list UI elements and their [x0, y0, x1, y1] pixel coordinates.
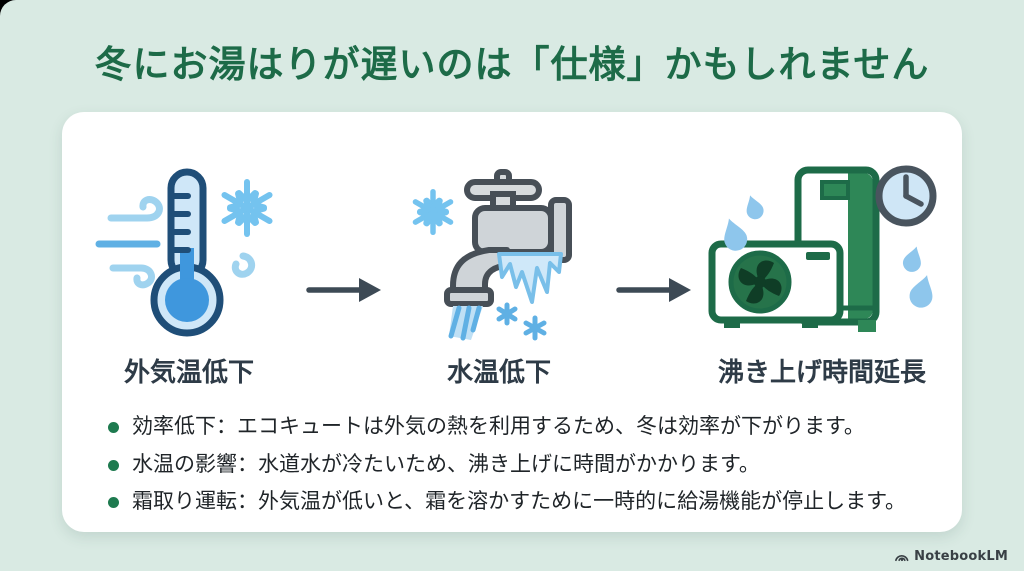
bullet-item: 霜取り運転：外気温が低いと、霜を溶かすために一時的に給湯機能が停止します。: [106, 488, 932, 516]
step-label: 外気温低下: [123, 358, 254, 388]
bullet-text: 霜取り運転：外気温が低いと、霜を溶かすために一時的に給湯機能が停止します。: [132, 489, 907, 514]
bullet-text: 水温の影響：水道水が冷たいため、沸き上げに時間がかかります。: [132, 451, 760, 476]
bullet-item: 水温の影響：水道水が冷たいため、沸き上げに時間がかかります。: [106, 451, 932, 479]
step-label: 沸き上げ時間延長: [717, 358, 926, 388]
bullet-item: 効率低下：エコキュートは外気の熱を利用するため、冬は効率が下がります。: [106, 413, 932, 441]
step-outdoor-temp-drop: 外気温低下: [73, 160, 305, 389]
step-label: 水温低下: [446, 358, 551, 388]
notebooklm-logo-icon: [894, 549, 909, 564]
brand-name: NotebookLM: [914, 549, 1008, 564]
heat-pump-clock-icon: [702, 160, 942, 342]
brand-footer: NotebookLM: [894, 549, 1008, 564]
bullet-list: 効率低下：エコキュートは外気の熱を利用するため、冬は効率が下がります。 水温の影…: [62, 413, 962, 516]
flow-diagram: 外気温低下: [62, 112, 962, 389]
page-title: 冬にお湯はりが遅いのは「仕様」かもしれません: [94, 43, 930, 86]
frozen-faucet-icon: [401, 160, 597, 342]
step-heating-time-extended: 沸き上げ時間延長: [693, 160, 951, 389]
step-water-temp-drop: 水温低下: [383, 160, 615, 389]
bullet-text: 効率低下：エコキュートは外気の熱を利用するため、冬は効率が下がります。: [132, 414, 865, 438]
right-arrow-icon: [305, 272, 383, 308]
content-card: 外気温低下: [62, 112, 962, 532]
cold-wind-thermometer-icon: [91, 160, 287, 342]
right-arrow-icon: [615, 272, 693, 308]
